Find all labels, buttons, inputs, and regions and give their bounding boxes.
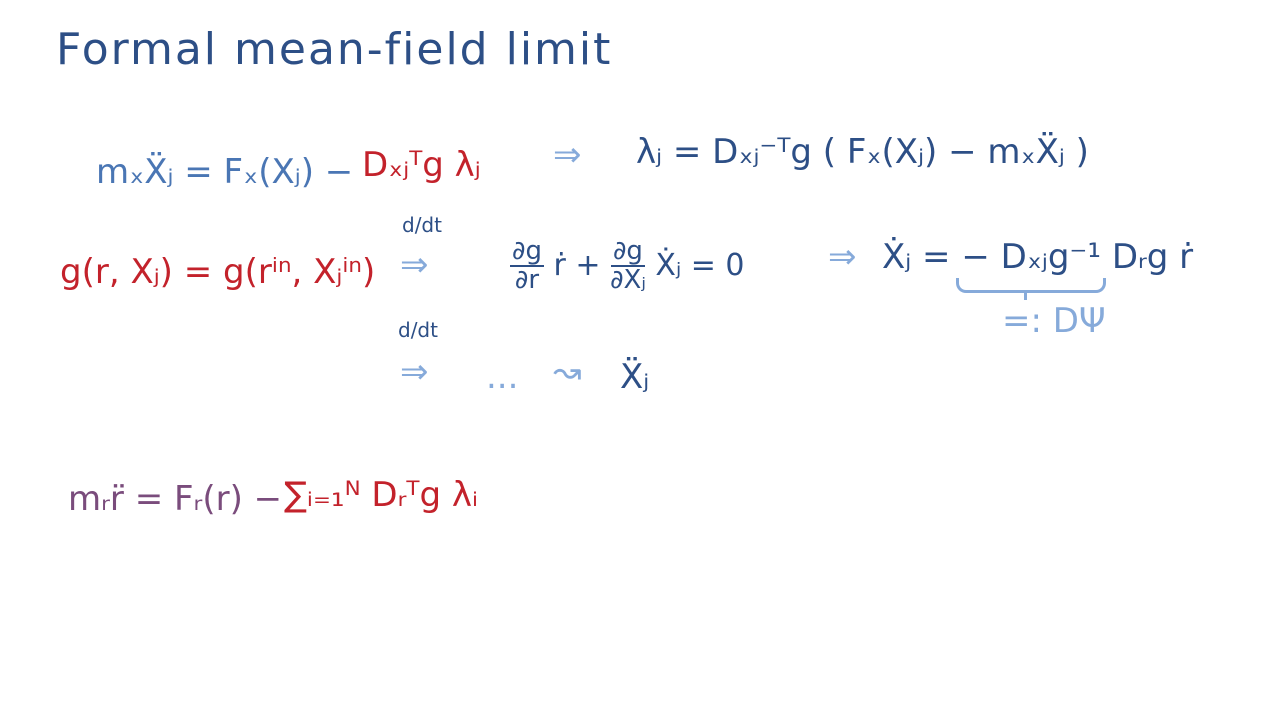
eq3-implies-arrow: ⇒ xyxy=(400,352,429,392)
underbrace xyxy=(956,278,1106,293)
underbrace-tip xyxy=(1024,290,1027,300)
partial-g-partial-xj: ∂g∂Xⱼ xyxy=(610,236,646,296)
eq1-lhs: mₓẌⱼ = Fₓ(Xⱼ) − xyxy=(96,152,354,192)
eq4-sum-term: ∑ᵢ₌₁ᴺ Dᵣᵀg λᵢ xyxy=(284,475,479,515)
partial-g-partial-r: ∂g∂r xyxy=(510,236,544,296)
eq4-lhs: mᵣr̈ = Fᵣ(r) − xyxy=(68,479,283,519)
eq3-dots: ... xyxy=(486,357,519,397)
page-title: Formal mean-field limit xyxy=(56,24,613,75)
eq1-constraint-term: Dₓⱼᵀg λⱼ xyxy=(362,145,481,185)
eq1-implies-arrow: ⇒ xyxy=(553,135,582,175)
eq3-result: Ẍⱼ xyxy=(620,357,650,397)
eq2-lhs: g(r, Xⱼ) = g(rⁱⁿ, Xⱼⁱⁿ) xyxy=(60,252,376,292)
brace-label: =: DΨ xyxy=(1002,301,1106,341)
eq2-implies-arrow-2: ⇒ xyxy=(828,237,857,277)
eq2-ddt-label: d/dt xyxy=(402,213,442,237)
eq2-rhs: Ẋⱼ = − Dₓⱼg⁻¹ Dᵣg ṙ xyxy=(882,237,1194,277)
eq2-middle: ∂g∂r ṙ + ∂g∂Xⱼ Ẋⱼ = 0 xyxy=(510,236,745,296)
eq3-ddt-label: d/dt xyxy=(398,318,438,342)
eq3-leadsto: ↝ xyxy=(553,352,582,392)
eq1-rhs: λⱼ = Dₓⱼ⁻ᵀg ( Fₓ(Xⱼ) − mₓẌⱼ ) xyxy=(636,132,1089,172)
eq2-implies-arrow: ⇒ xyxy=(400,245,429,285)
